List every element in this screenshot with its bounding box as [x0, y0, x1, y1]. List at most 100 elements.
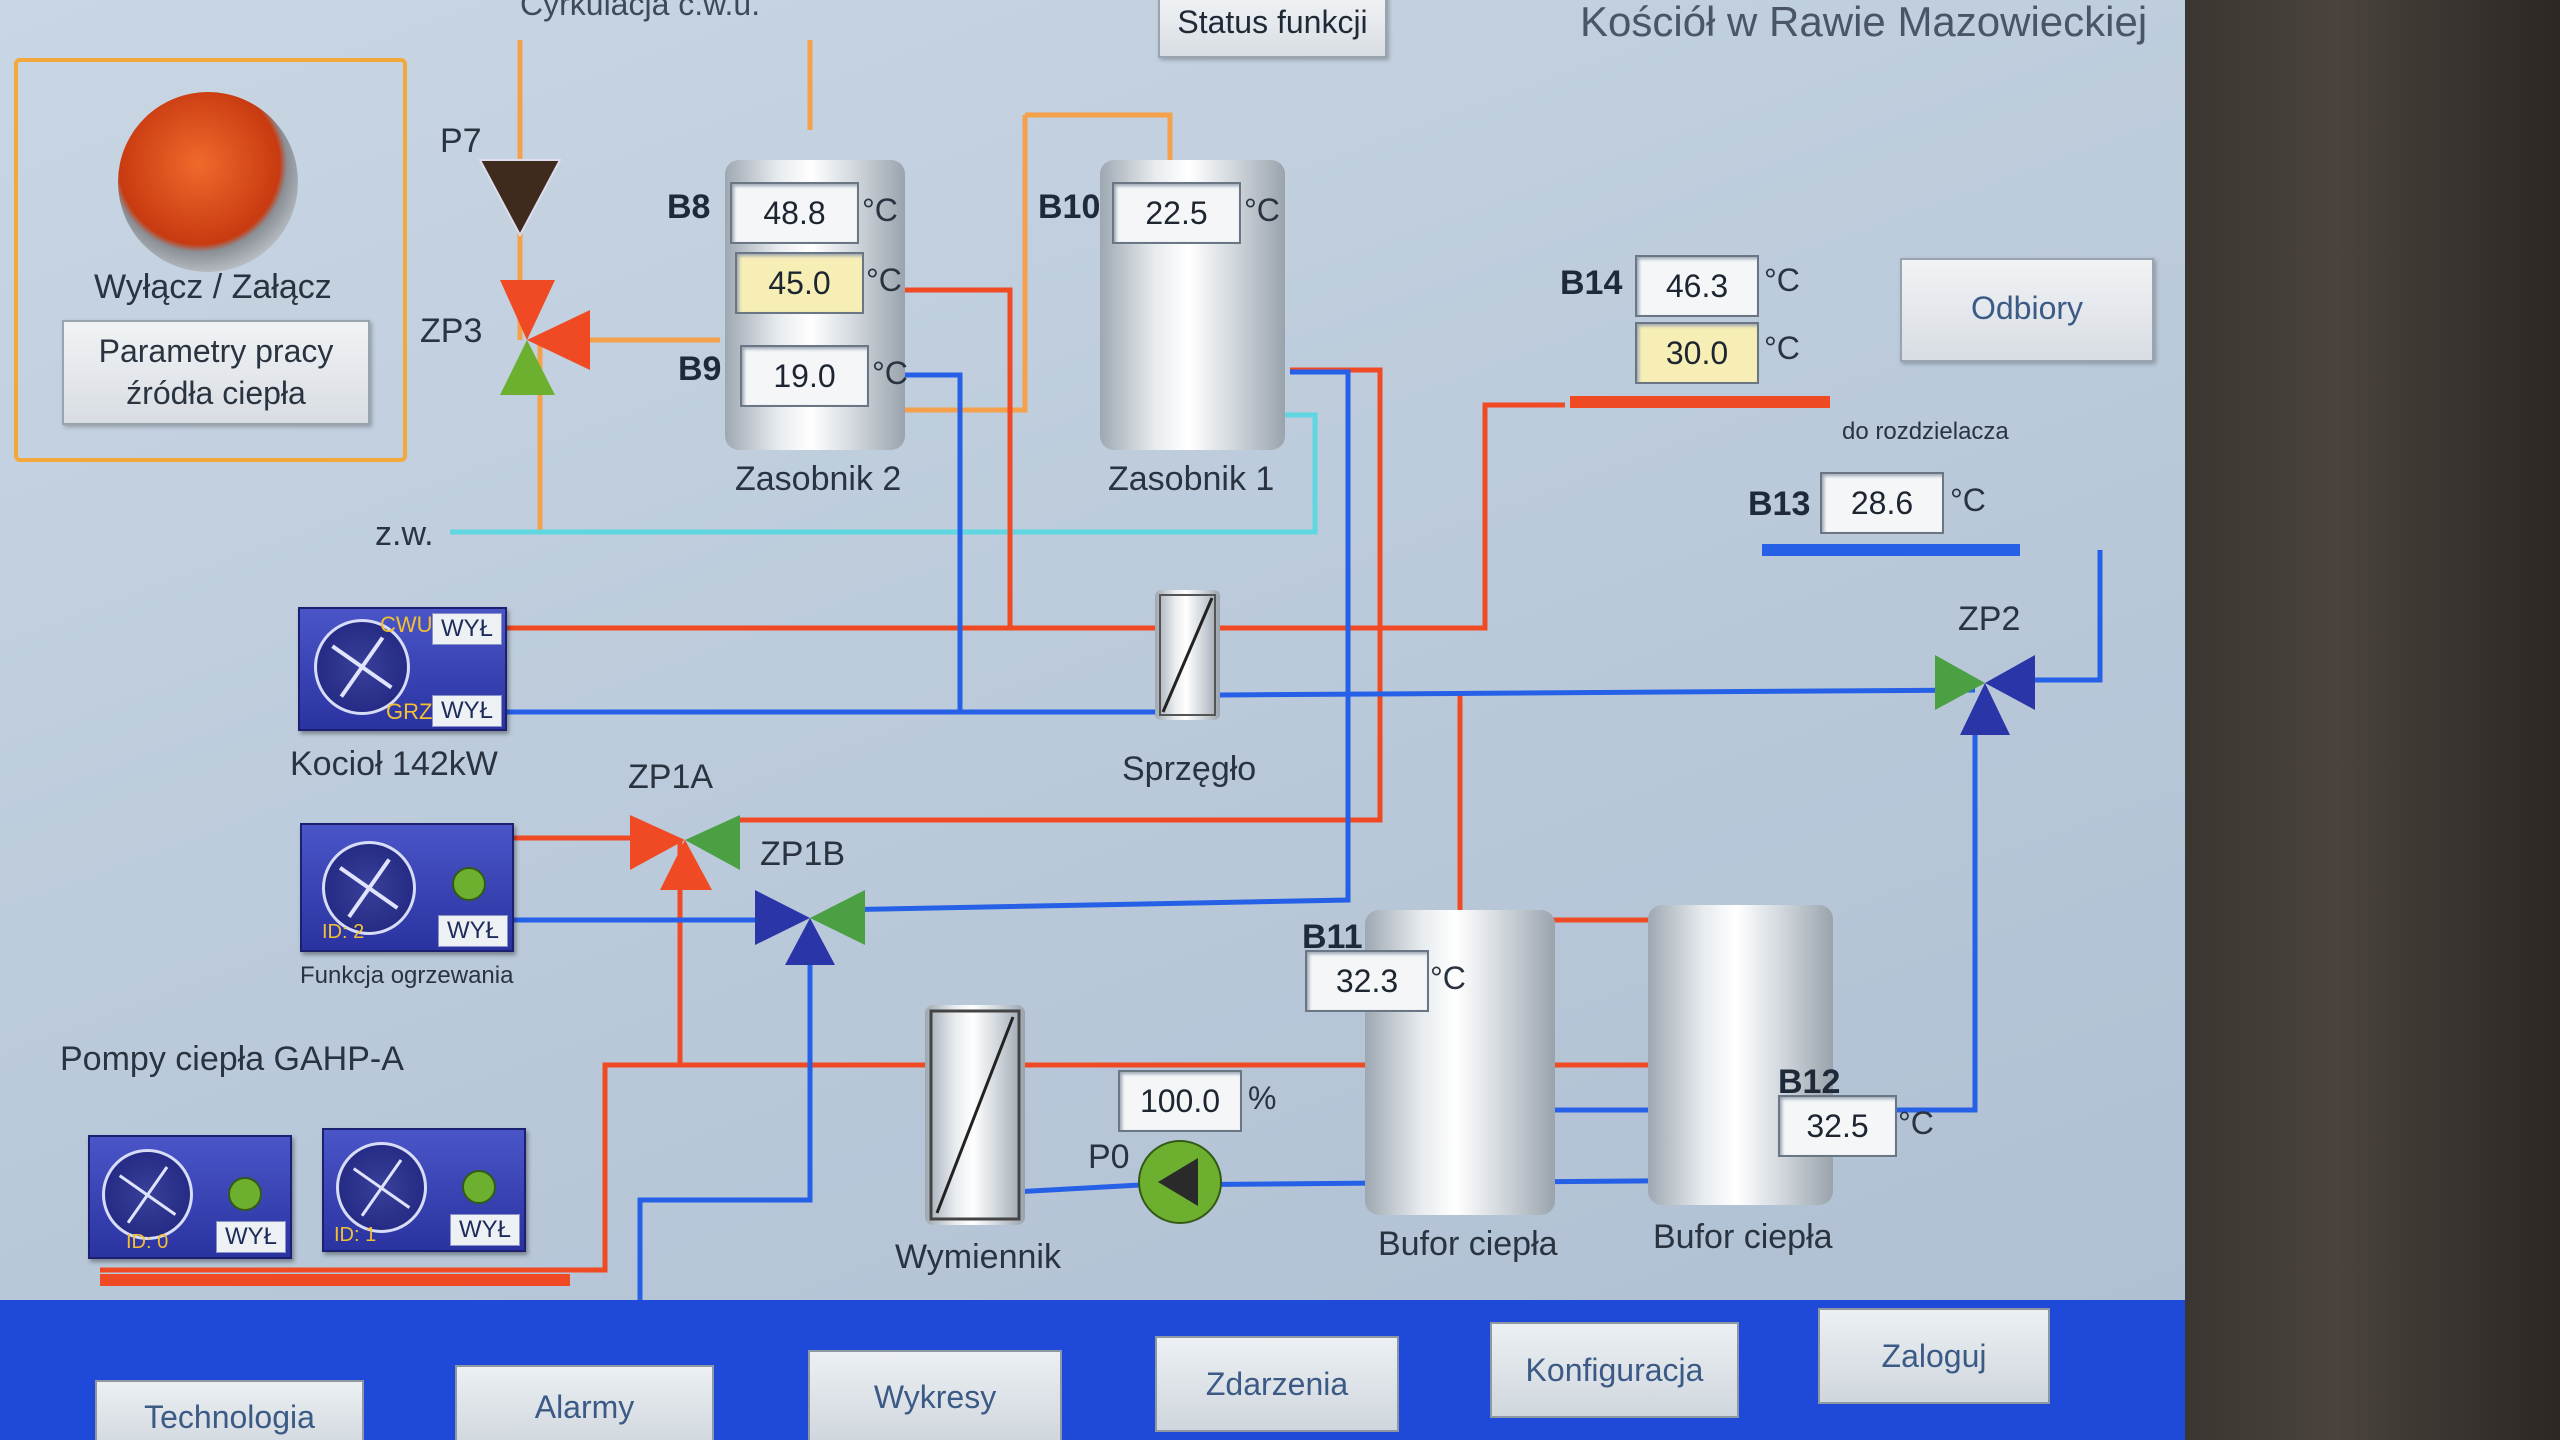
gahp-return-pipe — [637, 925, 813, 1305]
gahp-label: Pompy ciepła GAHP-A — [60, 1040, 404, 1078]
zp1b-right — [810, 890, 865, 945]
boiler-supply-pipe — [1010, 402, 1565, 631]
b12-return-pipe — [1885, 725, 1978, 1113]
zp2-return-pipe — [2030, 550, 2103, 683]
p0-pump[interactable] — [1138, 1140, 1222, 1224]
zp2-left — [1935, 655, 1985, 710]
sprzeglo-return-pipe — [1219, 687, 1976, 698]
zp3-valve-side — [527, 310, 590, 370]
p0-label: P0 — [1088, 1138, 1130, 1176]
p7-label: P7 — [440, 122, 482, 160]
buffer1-label: Bufor ciepła — [1378, 1225, 1558, 1263]
power-panel: Wyłącz / Załącz Parametry pracy źródła c… — [14, 58, 407, 462]
wymiennik-diagonal — [929, 1009, 1021, 1221]
b12-unit: °C — [1898, 1105, 1934, 1141]
gahp0-play-icon — [228, 1177, 262, 1211]
sprzeglo-label: Sprzęgło — [1122, 750, 1257, 788]
bottom-nav-bar: Technologia Alarmy Wykresy Zdarzenia Kon… — [0, 1300, 2185, 1440]
heating-unit-play-icon — [452, 867, 486, 901]
boiler-fan-icon — [314, 619, 410, 715]
zp3-valve-top — [500, 280, 555, 340]
zasobnik1-label: Zasobnik 1 — [1108, 460, 1275, 498]
zp3-valve-bottom — [500, 340, 555, 395]
zp3-label: ZP3 — [420, 312, 483, 350]
b14-name: B14 — [1560, 264, 1623, 302]
p0-speed-value: 100.0 — [1118, 1070, 1242, 1132]
tab-zdarzenia[interactable]: Zdarzenia — [1155, 1336, 1399, 1432]
sprzeglo-diagonal — [1159, 594, 1216, 716]
gahp0-state: WYŁ — [216, 1221, 286, 1253]
site-title: Kościół w Rawie Mazowieckiej — [1580, 0, 2148, 45]
p7-pump-shape — [478, 159, 562, 238]
b13-name: B13 — [1748, 485, 1811, 523]
boiler-cwu-label: CWU — [380, 612, 433, 637]
b9-unit: °C — [872, 355, 908, 391]
buffer-tank-2 — [1648, 905, 1833, 1205]
z1-link-pipe — [900, 115, 1028, 413]
z1-top-pipe — [1025, 112, 1173, 165]
gahp1-fan-icon — [336, 1142, 427, 1233]
hmi-screen: Cyrkulacja c.w.u. Status funkcji Kościół… — [0, 0, 2185, 1440]
b9-name: B9 — [678, 350, 722, 388]
buffer2-label: Bufor ciepła — [1653, 1218, 1833, 1256]
b14-unit: °C — [1764, 262, 1800, 298]
b8-set-unit: °C — [866, 262, 902, 298]
wymiennik-label: Wymiennik — [895, 1238, 1061, 1276]
b8-setpoint-input[interactable]: 45.0 — [735, 252, 864, 314]
odbiory-button[interactable]: Odbiory — [1900, 258, 2154, 362]
zasobnik2-label: Zasobnik 2 — [735, 460, 902, 498]
heating-function-label: Funkcja ogrzewania — [300, 962, 514, 989]
params-line1: Parametry pracy — [98, 333, 334, 369]
tab-wykresy[interactable]: Wykresy — [808, 1350, 1062, 1440]
b12-name: B12 — [1778, 1063, 1841, 1101]
b11-unit: °C — [1430, 960, 1466, 996]
tab-technologia[interactable]: Technologia — [95, 1380, 364, 1440]
p0-line-pipe — [959, 1120, 1763, 1198]
circulation-label: Cyrkulacja c.w.u. — [520, 0, 761, 22]
gahp-unit-1[interactable]: ID: 1 WYŁ — [322, 1128, 526, 1252]
heat-source-params-button[interactable]: Parametry pracy źródła ciepła — [62, 320, 370, 425]
heating-unit-id: ID: 2 — [322, 921, 365, 943]
boiler-cwu-pipe — [505, 287, 1013, 631]
boiler-unit[interactable]: CWU WYŁ GRZ WYŁ — [298, 607, 507, 731]
distributor-label: do rozdzielacza — [1842, 418, 2009, 445]
params-line2: źródła ciepła — [126, 375, 306, 411]
power-toggle-label: Wyłącz / Załącz — [94, 268, 332, 306]
gahp1-state: WYŁ — [450, 1214, 520, 1246]
b13-unit: °C — [1950, 482, 1986, 518]
cold-water-label: z.w. — [375, 515, 434, 553]
gahp-unit-0[interactable]: ID: 0 WYŁ — [88, 1135, 292, 1259]
tab-alarmy[interactable]: Alarmy — [455, 1365, 714, 1440]
zp2-label: ZP2 — [1958, 600, 2021, 638]
zp1a-right — [685, 815, 740, 870]
b9-value: 19.0 — [740, 345, 869, 407]
b8-name: B8 — [667, 188, 711, 226]
zp1a-bottom — [660, 840, 712, 890]
zp1b-bottom — [785, 918, 835, 965]
zp2-right — [1985, 655, 2035, 710]
tab-zaloguj[interactable]: Zaloguj — [1818, 1308, 2050, 1404]
zp1a-left — [630, 815, 685, 870]
gahp0-id: ID: 0 — [126, 1231, 169, 1253]
b11-value: 32.3 — [1305, 950, 1429, 1012]
boiler-grz-state: WYŁ — [432, 695, 502, 727]
sprzeglo-icon — [1155, 590, 1220, 720]
b14-setpoint-input[interactable]: 30.0 — [1635, 322, 1759, 384]
gahp1-id: ID: 1 — [334, 1224, 377, 1246]
power-toggle-button[interactable] — [118, 92, 298, 272]
exchanger-supply-pipe — [680, 1040, 1758, 1068]
zp1a-label: ZP1A — [628, 758, 714, 796]
gahp1-play-icon — [462, 1170, 496, 1204]
b10-name: B10 — [1038, 188, 1101, 226]
b8-value: 48.8 — [730, 182, 859, 244]
heating-unit[interactable]: ID: 2 WYŁ — [300, 823, 514, 952]
b14-value: 46.3 — [1635, 255, 1759, 317]
z2-return-pipe — [900, 372, 963, 712]
gahp0-fan-icon — [102, 1149, 193, 1240]
z1-return-pipe — [829, 369, 1351, 913]
wymiennik-icon — [925, 1005, 1025, 1225]
tab-konfiguracja[interactable]: Konfiguracja — [1490, 1322, 1739, 1418]
p0-speed-unit: % — [1248, 1080, 1277, 1116]
b14-set-unit: °C — [1764, 330, 1800, 366]
status-functions-button[interactable]: Status funkcji — [1158, 0, 1387, 58]
